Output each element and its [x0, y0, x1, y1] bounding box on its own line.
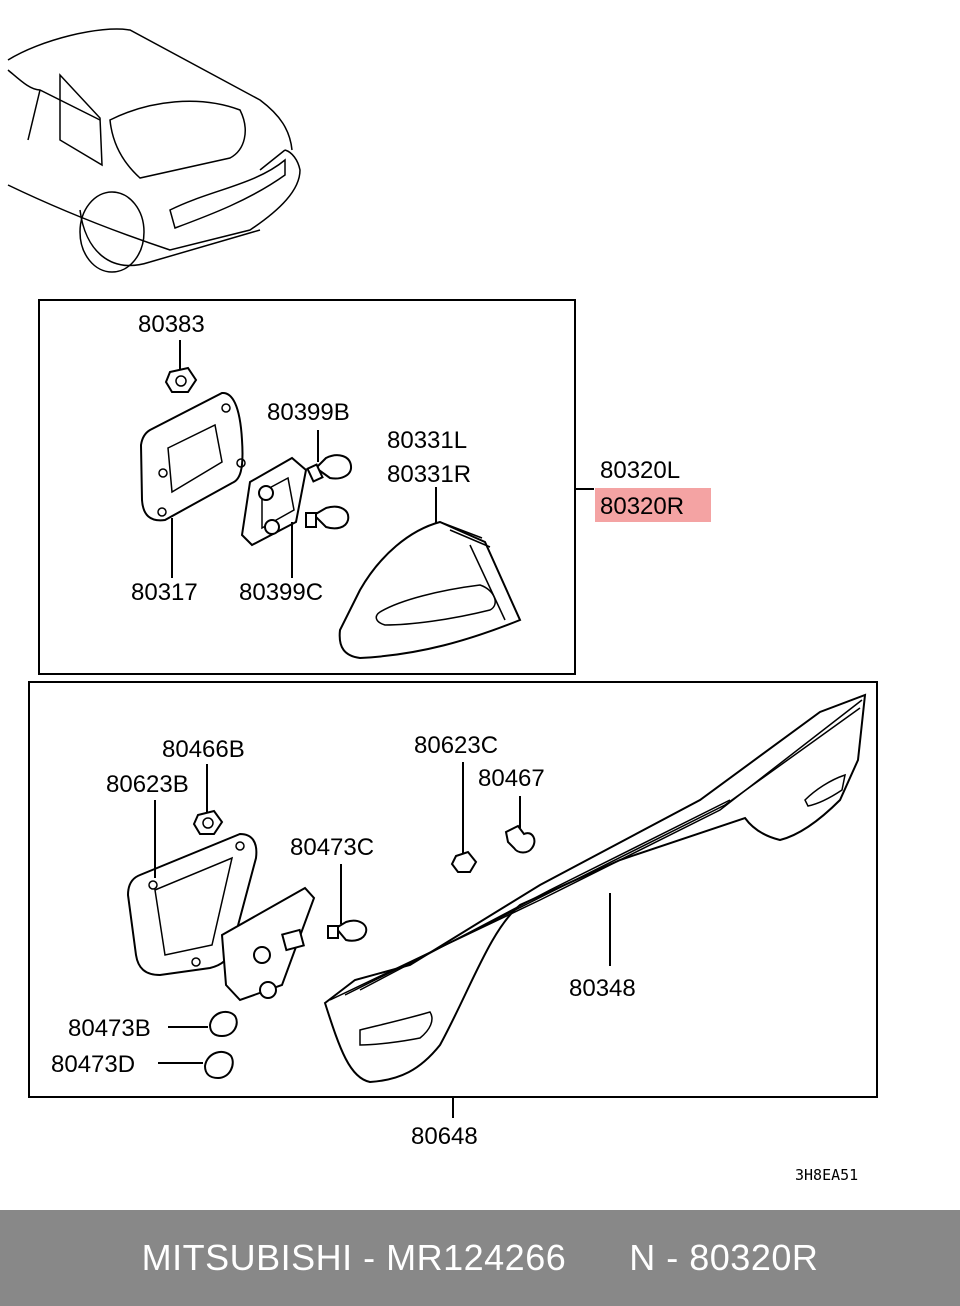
diagram-code: 3H8EA51 [795, 1166, 858, 1184]
label-80623C: 80623C [414, 732, 498, 759]
bulb-80399C [305, 505, 350, 530]
nut-80466B [192, 809, 224, 835]
label-80331L: 80331L [387, 427, 467, 454]
label-80317: 80317 [131, 579, 198, 606]
highlight-80320R [595, 488, 711, 522]
label-80466B: 80466B [162, 736, 245, 763]
lower-assembly-box [28, 681, 878, 1098]
bulb-80473C [327, 919, 368, 942]
label-80320R: 80320R [600, 493, 684, 520]
label-80331R: 80331R [387, 461, 471, 488]
label-80648: 80648 [411, 1123, 478, 1150]
label-80399C: 80399C [239, 579, 323, 606]
socket-plate [240, 456, 308, 547]
upper-assembly-box [38, 299, 576, 675]
lower-socket-plate [220, 886, 316, 1002]
garnish-80348 [323, 693, 867, 1084]
footer-bar: MITSUBISHI - MR124266 N - 80320R [0, 1210, 960, 1306]
nut-80623C [450, 850, 478, 873]
label-80399B: 80399B [267, 399, 350, 426]
label-80473C: 80473C [290, 834, 374, 861]
label-80467: 80467 [478, 765, 545, 792]
footer-part-info: MITSUBISHI - MR124266 N - 80320R [141, 1237, 819, 1278]
parts-diagram: 80383 80317 80399B 80399C 80331L [7, 28, 878, 1184]
bulb-80399B [306, 454, 353, 483]
nut-80383 [164, 366, 198, 393]
label-80383: 80383 [138, 311, 205, 338]
car-rear-illustration [7, 28, 301, 273]
label-80320L: 80320L [600, 457, 680, 484]
gasket-80317 [139, 392, 246, 522]
label-80473D: 80473D [51, 1051, 135, 1078]
clip-80467 [504, 824, 536, 854]
label-80623B: 80623B [106, 771, 189, 798]
bulb-80473D [203, 1050, 234, 1080]
lens-80331 [338, 520, 522, 660]
label-80473B: 80473B [68, 1015, 151, 1042]
label-80348: 80348 [569, 975, 636, 1002]
bulb-80473B [208, 1010, 238, 1038]
